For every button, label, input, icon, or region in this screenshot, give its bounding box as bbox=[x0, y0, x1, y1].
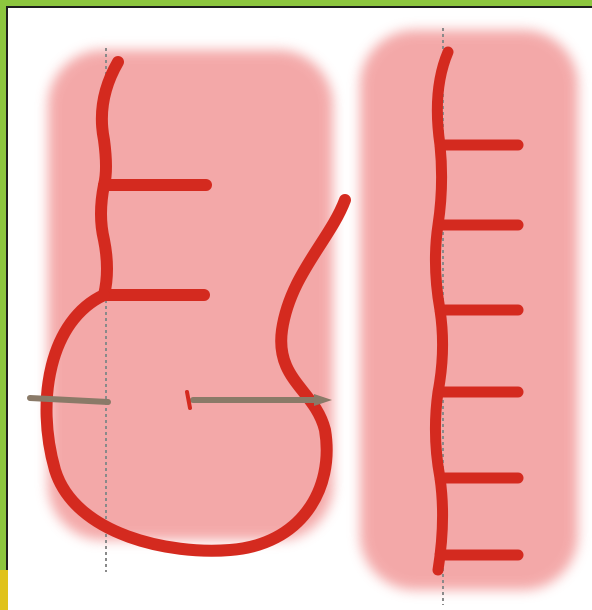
step-1-panel bbox=[30, 48, 345, 572]
step-2-panel bbox=[360, 28, 578, 605]
